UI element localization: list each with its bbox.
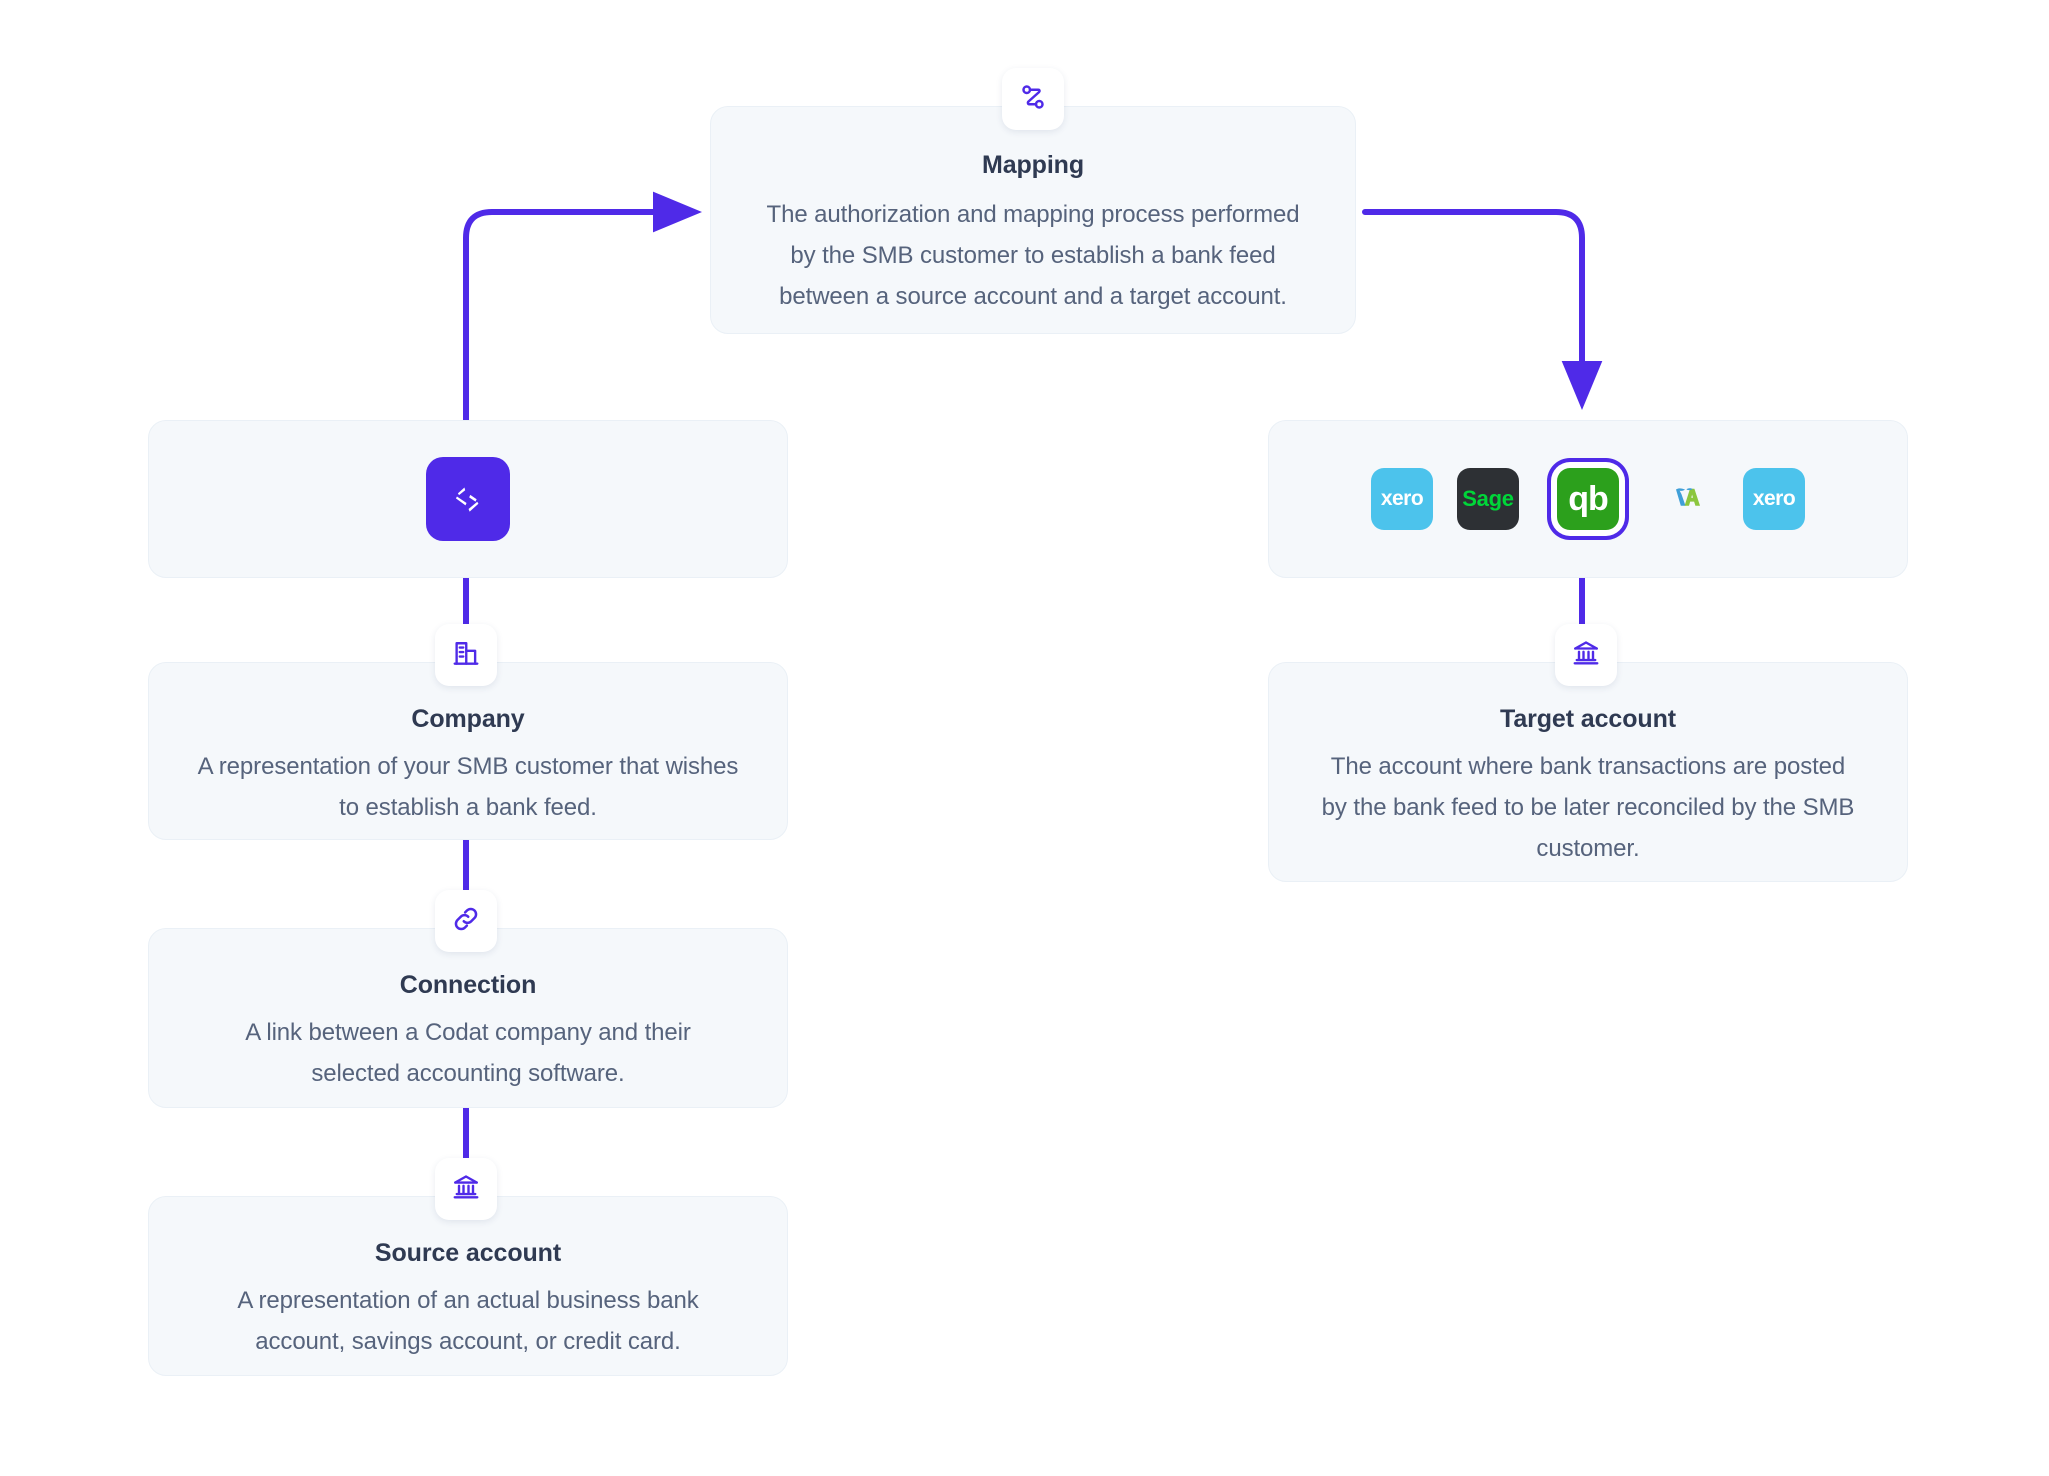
connection-card: Connection A link between a Codat compan…	[148, 928, 788, 1108]
connector-codat-to-mapping	[463, 191, 703, 423]
mapping-route-icon	[1018, 82, 1048, 117]
link-icon	[451, 904, 481, 939]
bank-icon	[451, 1172, 481, 1207]
platform-tile-sage[interactable]: Sage	[1457, 468, 1519, 530]
target-account-title: Target account	[1500, 705, 1676, 733]
sage-logo-icon: Sage	[1462, 486, 1514, 511]
connection-icon-badge	[435, 890, 497, 952]
mapping-title: Mapping	[981, 151, 1085, 179]
source-account-card: Source account A representation of an ac…	[148, 1196, 788, 1376]
connector-mapping-to-platform	[1362, 209, 1603, 411]
platform-tile-quickbooks-wrapper: qb	[1557, 468, 1619, 530]
source-account-description: A representation of an actual business b…	[237, 1287, 699, 1355]
platform-tile-xero-1[interactable]: xero	[1371, 468, 1433, 530]
connection-title: Connection	[399, 971, 537, 999]
accounting-platform-selector[interactable]: xero Sage qb xero	[1268, 420, 1908, 578]
company-icon-badge	[435, 624, 497, 686]
codat-box	[148, 420, 788, 578]
mapping-card: Mapping The authorization and mapping pr…	[710, 106, 1356, 334]
codat-logo-icon	[426, 457, 510, 541]
bank-icon	[1571, 638, 1601, 673]
quickbooks-logo-icon: qb	[1568, 480, 1609, 518]
target-account-description: The account where bank transactions are …	[1321, 753, 1855, 862]
connection-description: A link between a Codat company and their…	[245, 1019, 691, 1087]
platform-tile-freeagent[interactable]	[1657, 468, 1719, 530]
company-description: A representation of your SMB customer th…	[197, 753, 739, 821]
mapping-description: The authorization and mapping process pe…	[766, 201, 1300, 310]
source-account-title: Source account	[374, 1239, 562, 1267]
company-title: Company	[411, 705, 525, 733]
mapping-icon-badge	[1002, 68, 1064, 130]
target-account-icon-badge	[1555, 624, 1617, 686]
source-account-icon-badge	[435, 1158, 497, 1220]
freeagent-logo-icon	[1668, 477, 1708, 522]
platform-tile-quickbooks[interactable]: qb	[1557, 468, 1619, 530]
company-card: Company A representation of your SMB cus…	[148, 662, 788, 840]
platform-tile-xero-2[interactable]: xero	[1743, 468, 1805, 530]
target-account-card: Target account The account where bank tr…	[1268, 662, 1908, 882]
xero-logo-icon: xero	[1380, 487, 1424, 510]
building-icon	[451, 638, 481, 673]
xero-logo-icon: xero	[1752, 487, 1796, 510]
